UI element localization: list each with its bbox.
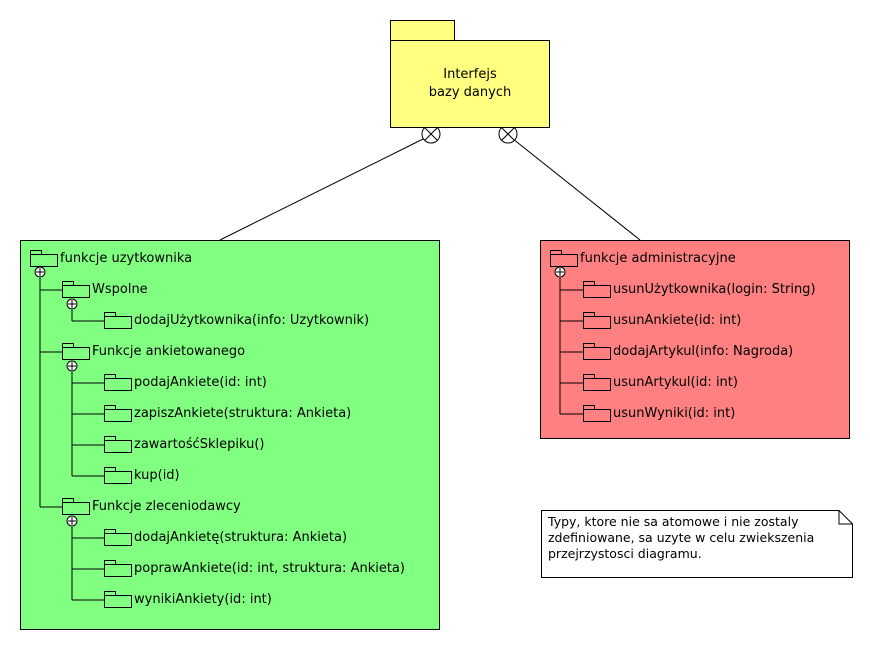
admin-item-dodaj-artykul[interactable]: dodajArtykul(info: Nagroda) <box>583 342 793 362</box>
item-wyniki-ankiety[interactable]: wynikiAnkiety(id: int) <box>104 590 272 610</box>
admin-root-plus <box>554 266 566 278</box>
package-icon <box>583 343 611 361</box>
package-icon <box>104 374 132 392</box>
item-zapisz-ankiete[interactable]: zapiszAnkiete(struktura: Ankieta) <box>104 404 351 424</box>
containment-anchor-right <box>498 124 518 144</box>
package-icon <box>104 312 132 330</box>
admin-panel-title[interactable]: funkcje administracyjne <box>550 249 736 269</box>
interface-package-line2: bazy danych <box>428 85 512 100</box>
package-icon <box>104 529 132 547</box>
user-functions-panel[interactable] <box>20 240 440 630</box>
package-icon <box>583 405 611 423</box>
admin-item-usun-artykul[interactable]: usunArtykul(id: int) <box>583 373 738 393</box>
connector-line-admin <box>507 134 641 241</box>
group-funkcje-zleceniodawcy[interactable]: Funkcje zleceniodawcy <box>62 497 241 517</box>
ankietowanego-plus <box>66 360 78 372</box>
package-icon <box>104 560 132 578</box>
package-icon <box>104 405 132 423</box>
package-icon <box>104 436 132 454</box>
package-icon <box>104 467 132 485</box>
user-root-plus <box>34 266 46 278</box>
package-icon <box>583 374 611 392</box>
package-icon <box>62 343 90 361</box>
note-line-2: zdefiniowane, sa uzyte w celu zwiekszeni… <box>548 530 815 545</box>
item-popraw-ankiete[interactable]: poprawAnkiete(id: int, struktura: Ankiet… <box>104 559 405 579</box>
note-shape <box>541 510 853 578</box>
note-line-3: przejrzystosci diagramu. <box>548 546 702 561</box>
package-icon <box>62 281 90 299</box>
item-kup[interactable]: kup(id) <box>104 466 180 486</box>
package-icon <box>550 250 578 268</box>
wspolne-plus <box>66 298 78 310</box>
package-icon <box>583 281 611 299</box>
admin-item-usun-ankiete[interactable]: usunAnkiete(id: int) <box>583 311 741 331</box>
diagram-note[interactable]: Typy, ktore nie sa atomowe i nie zostaly… <box>541 510 853 578</box>
package-icon <box>62 498 90 516</box>
connector-line-user <box>219 134 432 241</box>
admin-item-usun-uzytkownika[interactable]: usunUżytkownika(login: String) <box>583 280 816 300</box>
package-icon <box>30 250 58 268</box>
user-panel-title[interactable]: funkcje uzytkownika <box>30 249 192 269</box>
group-wspolne[interactable]: Wspolne <box>62 280 148 300</box>
interface-package[interactable]: Interfejs bazy danych <box>390 40 550 128</box>
zleceniodawcy-plus <box>66 515 78 527</box>
item-podaj-ankiete[interactable]: podajAnkiete(id: int) <box>104 373 267 393</box>
note-line-1: Typy, ktore nie sa atomowe i nie zostaly <box>548 514 799 529</box>
group-funkcje-ankietowanego[interactable]: Funkcje ankietowanego <box>62 342 245 362</box>
item-dodaj-uzytkownika[interactable]: dodajUżytkownika(info: Uzytkownik) <box>104 311 369 331</box>
admin-item-usun-wyniki[interactable]: usunWyniki(id: int) <box>583 404 735 424</box>
item-dodaj-ankiete[interactable]: dodajAnkietę(struktura: Ankieta) <box>104 528 347 548</box>
package-icon <box>104 591 132 609</box>
item-zawartosc-sklepiku[interactable]: zawartośćSklepiku() <box>104 435 264 455</box>
interface-package-line1: Interfejs <box>443 67 497 82</box>
package-icon <box>583 312 611 330</box>
